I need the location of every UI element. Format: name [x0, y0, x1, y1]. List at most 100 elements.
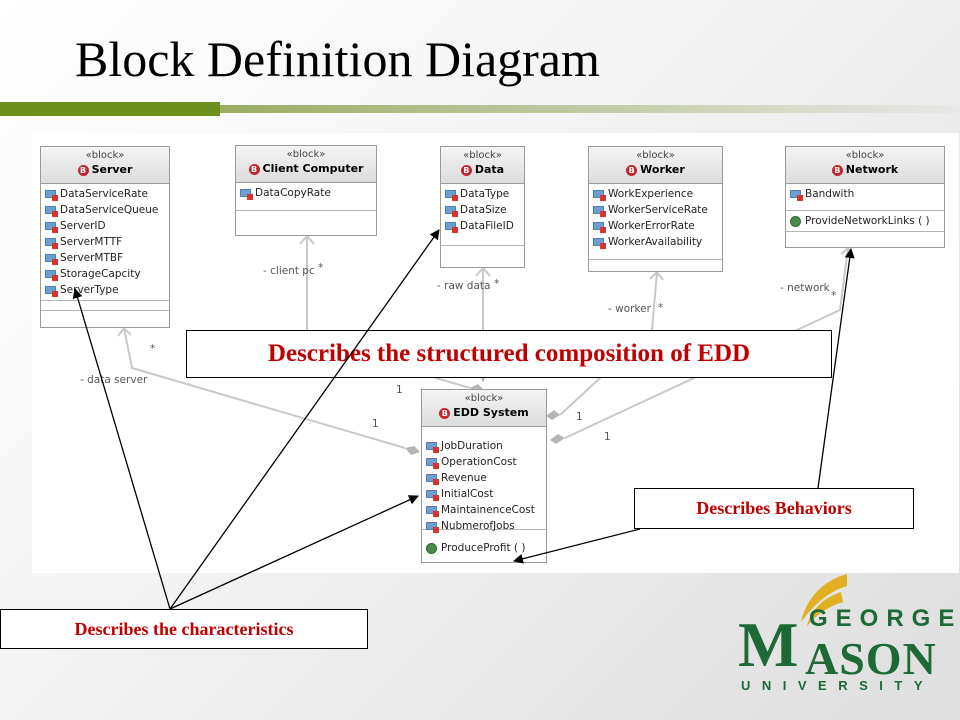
operation-compartment: ProduceProfit ( ) [422, 530, 546, 558]
block-name: Server [91, 163, 133, 176]
attribute-row: MaintainenceCost [426, 502, 546, 518]
stereotype-label: «block» [463, 150, 502, 161]
callout-structured-composition: Describes the structured composition of … [186, 330, 832, 378]
operation-icon [790, 215, 801, 227]
block-name: EDD System [453, 406, 529, 419]
multiplicity-label: 1 [396, 384, 403, 396]
multiplicity-label: 1 [372, 418, 379, 430]
slide-title: Block Definition Diagram [75, 31, 600, 87]
attribute-icon [593, 190, 606, 201]
attribute-row: WorkerServiceRate [593, 202, 722, 218]
role-label-client-pc: - client pc [263, 265, 315, 277]
attribute-icon [426, 490, 439, 501]
attribute-row: OperationCost [426, 454, 546, 470]
attribute-icon [790, 190, 803, 201]
logo-george-text: GEORGE [809, 605, 960, 632]
operation-icon [426, 542, 437, 554]
attribute-icon [426, 522, 439, 533]
callout-behaviors: Describes Behaviors [634, 488, 914, 529]
stereotype-label: «block» [85, 150, 125, 161]
attribute-compartment: Bandwith [786, 184, 944, 211]
attribute-row: JobDuration [426, 438, 546, 454]
multiplicity-label: * [494, 278, 500, 290]
logo-flame-icon [801, 574, 847, 626]
arrow-to-edd-attributes [169, 495, 419, 610]
attribute-row: Bandwith [790, 186, 944, 202]
attribute-icon [45, 206, 58, 217]
attribute-row: ServerMTBF [45, 250, 169, 266]
attribute-row: WorkerErrorRate [593, 218, 722, 234]
attribute-row: WorkerAvailability [593, 234, 722, 250]
attribute-row: DataSize [445, 202, 524, 218]
attribute-icon [426, 506, 439, 517]
attribute-icon [426, 442, 439, 453]
block-icon: B [439, 407, 451, 419]
block-name: Network [845, 163, 899, 176]
stereotype-label: «block» [845, 150, 885, 161]
role-label-network: - network [780, 282, 830, 294]
role-label-data-server: - data server [80, 374, 148, 386]
attribute-icon [593, 222, 606, 233]
assoc-server-line [123, 327, 406, 449]
attribute-icon [45, 190, 58, 201]
logo-ason-text: ASON [805, 633, 937, 684]
attribute-row: DataFileID [445, 218, 524, 234]
attribute-icon [593, 206, 606, 217]
attribute-icon [45, 222, 58, 233]
attribute-row: ServerMTTF [45, 234, 169, 250]
attribute-row: DataCopyRate [240, 185, 376, 201]
stereotype-label: «block» [286, 149, 326, 160]
attribute-icon [445, 190, 458, 201]
attribute-row: WorkExperience [593, 186, 722, 202]
block-icon: B [831, 164, 843, 176]
attribute-row: InitialCost [426, 486, 546, 502]
stereotype-label: «block» [464, 393, 504, 404]
operation-compartment: ProvideNetworkLinks ( ) [786, 211, 944, 232]
attribute-icon [445, 206, 458, 217]
callout-characteristics: Describes the characteristics [0, 609, 368, 649]
multiplicity-label: * [318, 262, 324, 274]
block-icon: B [460, 164, 472, 176]
arrow-to-edd-operation [513, 528, 641, 564]
attribute-compartment: WorkExperience WorkerServiceRate WorkerE… [589, 184, 722, 260]
multiplicity-label: * [831, 290, 837, 302]
attribute-icon [45, 238, 58, 249]
attribute-icon [445, 222, 458, 233]
multiplicity-label: 1 [576, 411, 583, 423]
logo-university-text: UNIVERSITY [741, 678, 935, 693]
block-name: Data [474, 163, 505, 176]
arrow-to-data-attributes [169, 229, 440, 610]
attribute-icon [426, 458, 439, 469]
attribute-compartment: DataType DataSize DataFileID [441, 184, 524, 246]
arrow-to-network-operation [817, 248, 855, 489]
operation-row: ProvideNetworkLinks ( ) [790, 213, 944, 229]
role-label-raw-data: - raw data [437, 280, 491, 292]
gmu-logo: GEORGE M ASON UNIVERSITY [735, 570, 954, 700]
composition-diamond-worker [546, 410, 560, 420]
attribute-icon [45, 286, 58, 297]
composition-diamond-network [550, 434, 565, 444]
block-icon: B [77, 164, 89, 176]
attribute-row: NubmerofJobs [426, 518, 546, 534]
attribute-icon [45, 254, 58, 265]
attribute-row: DataServiceRate [45, 186, 169, 202]
role-label-worker: - worker [608, 303, 651, 315]
attribute-row: ServerID [45, 218, 169, 234]
attribute-row: DataServiceQueue [45, 202, 169, 218]
stereotype-label: «block» [636, 150, 675, 161]
operation-compartment [41, 301, 169, 311]
multiplicity-label: 1 [604, 431, 611, 443]
attribute-icon [240, 189, 253, 200]
